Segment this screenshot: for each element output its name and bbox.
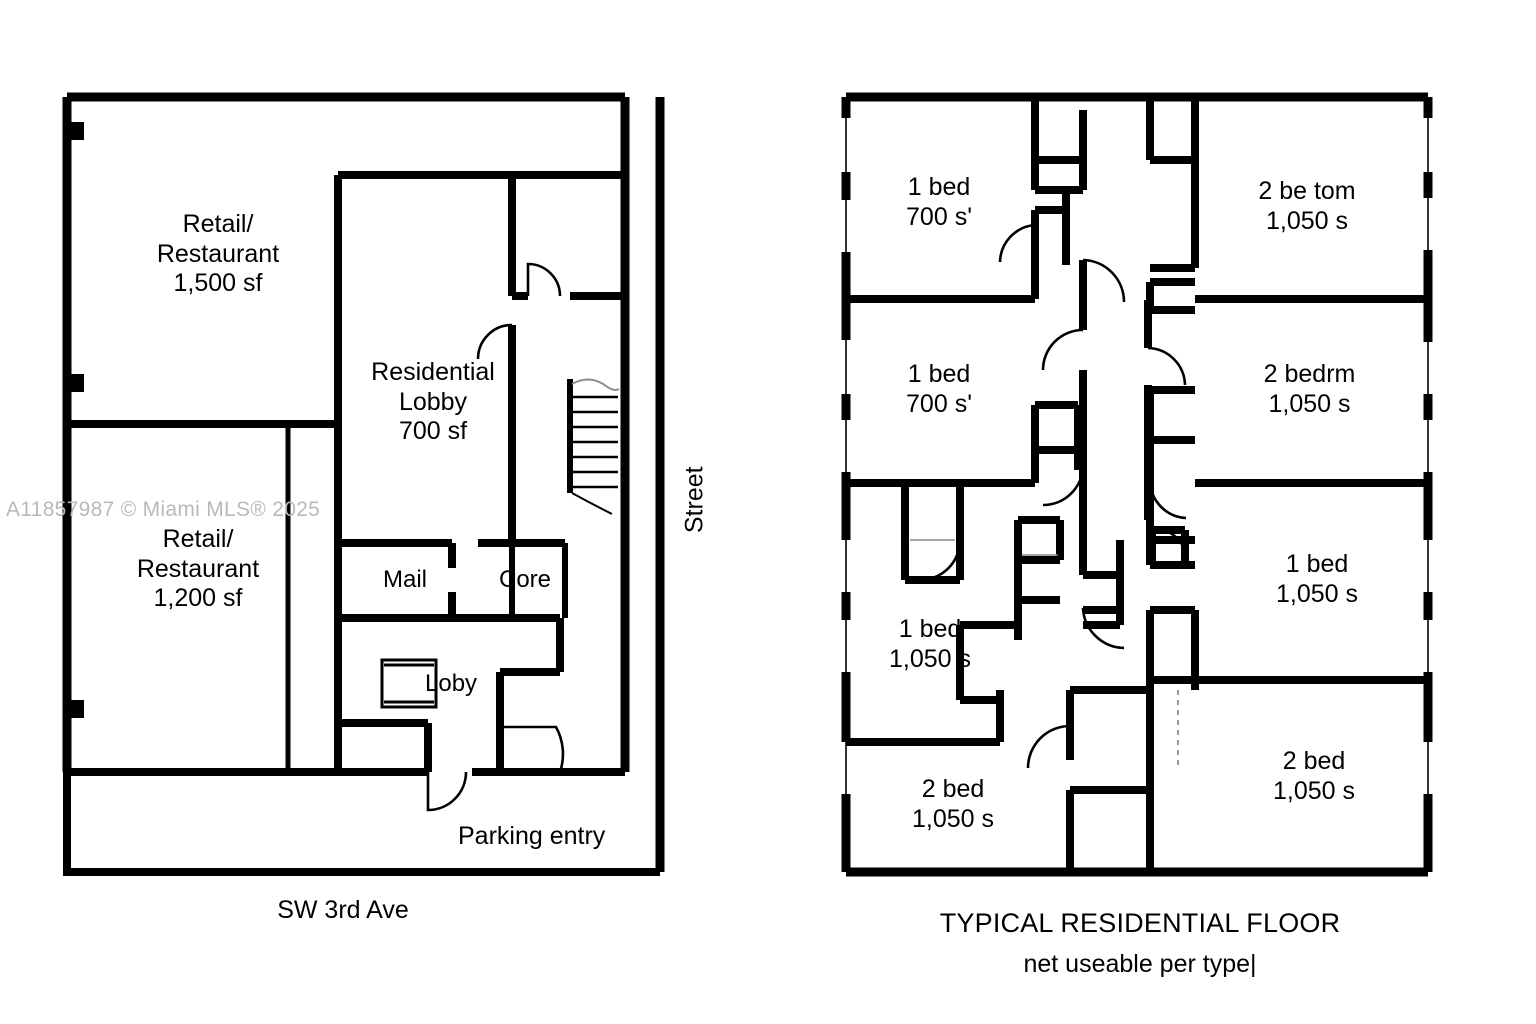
room-core: Core <box>498 566 552 593</box>
room-residential-lobby: Residential Lobby 700 sf <box>353 358 513 447</box>
unit-area: 1,050 s <box>1275 579 1358 608</box>
residential-floor-caption-subtitle: net useable per type| <box>1023 950 1257 978</box>
unit-area: 1,050 s <box>1268 389 1351 418</box>
ground-floor-plan <box>62 92 665 876</box>
room-label-line3: 700 sf <box>398 417 468 445</box>
room-label-line2: Restaurant <box>136 554 260 583</box>
unit-type: 2 bed <box>1282 747 1346 775</box>
ground-floor-exterior-walls <box>62 92 630 772</box>
room-loby: Loby <box>425 670 478 697</box>
room-label-line1: Residential <box>371 358 495 386</box>
door-swings-ground <box>426 262 565 812</box>
unit-area: 700 s' <box>906 202 972 231</box>
elevator-symbol <box>380 658 438 709</box>
residential-floor-caption-title: TYPICAL RESIDENTIAL FLOOR <box>939 908 1341 938</box>
residential-exterior-walls <box>841 92 1433 877</box>
typical-residential-floor-plan <box>841 92 1433 877</box>
room-label-line2: Restaurant <box>156 239 280 268</box>
unit-type: 2 be tom <box>1258 177 1356 205</box>
unit-type: 2 bed <box>921 775 985 803</box>
room-label-line3: 1,200 sf <box>153 584 243 612</box>
unit-label-2bedroom-1050-upper: 2 be tom 1,050 s <box>1233 177 1381 236</box>
mls-watermark: A11857987 © Miami MLS® 2025 <box>6 498 321 521</box>
residential-demising-walls <box>846 97 1428 872</box>
structural-column-markers <box>67 122 84 718</box>
unit-label-1bed-1050-right: 1 bed 1,050 s <box>1257 550 1377 609</box>
unit-type: 1 bed <box>907 173 971 201</box>
unit-label-1bed-700-lower: 1 bed 700 s' <box>880 360 998 419</box>
residential-closet-hairlines <box>910 539 1058 556</box>
room-retail-restaurant-upper: Retail/ Restaurant 1,500 sf <box>118 210 318 299</box>
room-label-line1: Retail/ <box>182 210 254 238</box>
unit-type: 1 bed <box>907 360 971 388</box>
unit-area: 1,050 s <box>888 644 971 673</box>
unit-label-2bed-1050-left: 2 bed 1,050 s <box>893 775 1013 834</box>
street-label: Street <box>680 466 709 534</box>
unit-label-2bedrm-1050: 2 bedrm 1,050 s <box>1237 360 1382 419</box>
unit-label-2bed-1050-right: 2 bed 1,050 s <box>1253 747 1375 806</box>
unit-label-1bed-700-upper: 1 bed 700 s' <box>880 173 998 232</box>
unit-label-1bed-1050-left: 1 bed 1,050 s <box>870 615 990 674</box>
ground-floor-caption: SW 3rd Ave <box>277 896 409 924</box>
room-label-line1: Retail/ <box>162 525 234 553</box>
door-swings-residential <box>919 223 1190 769</box>
stair-symbol <box>567 378 620 515</box>
unit-type: 2 bedrm <box>1263 360 1356 388</box>
unit-area: 1,050 s <box>1265 206 1348 235</box>
window-openings <box>845 118 1429 794</box>
parking-entry-label: Parking entry <box>458 822 606 850</box>
room-mail: Mail <box>382 566 427 593</box>
room-label-line2: Lobby <box>398 387 468 416</box>
room-retail-restaurant-lower: Retail/ Restaurant 1,200 sf <box>98 525 298 614</box>
unit-type: 1 bed <box>898 615 962 643</box>
unit-area: 700 s' <box>906 389 972 418</box>
ground-floor-interior-walls <box>67 171 625 772</box>
unit-type: 1 bed <box>1285 550 1349 578</box>
unit-area: 1,050 s <box>1272 776 1355 805</box>
room-label-line3: 1,500 sf <box>173 269 263 297</box>
unit-area: 1,050 s <box>911 804 994 833</box>
